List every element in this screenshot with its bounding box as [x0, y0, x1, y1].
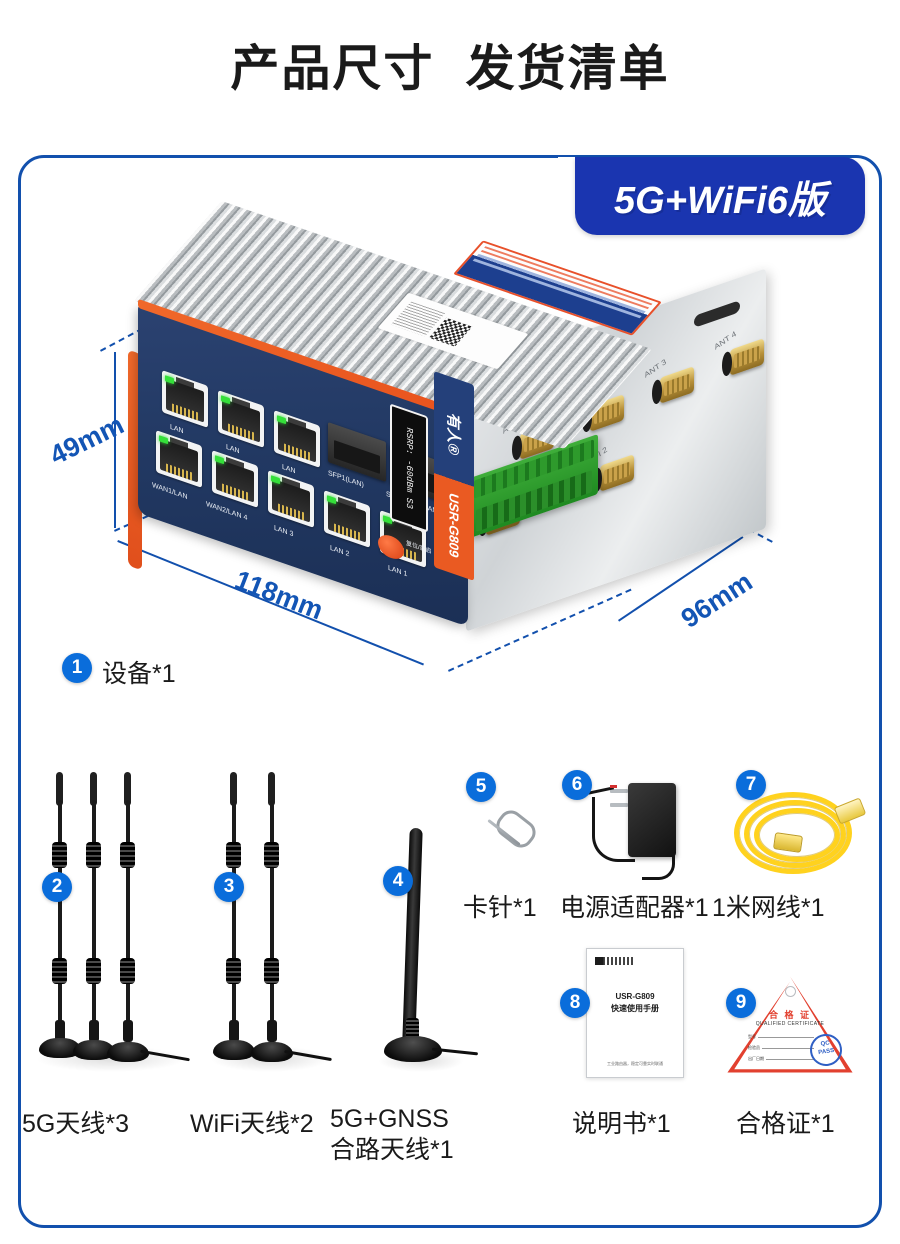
status-display: RSRP: -60dBm S3 — [390, 403, 428, 533]
device-illustration: 49mm 118mm 96mm ANT 1 ANT 2 ANT 3 ANT 4 … — [18, 201, 882, 740]
dim-guide-height — [114, 352, 116, 528]
brand-name: 有人® — [444, 410, 462, 458]
antenna-rod — [126, 800, 130, 1050]
tab-notch — [558, 157, 578, 181]
antenna-coil — [264, 958, 279, 984]
item-label-8: 说明书*1 — [572, 1110, 671, 1138]
item-label-2: 5G天线*3 — [22, 1110, 129, 1138]
item-label-5: 卡针*1 — [463, 894, 537, 922]
adapter-cable — [592, 797, 635, 862]
cable-rj45-plug — [833, 797, 867, 825]
cable-coil — [754, 808, 840, 862]
certificate-field: 型号 — [748, 1034, 814, 1040]
item-label-6: 电源适配器*1 — [560, 894, 709, 922]
antenna-rod — [58, 800, 62, 1050]
field-line — [758, 1036, 814, 1038]
antenna-neck — [229, 1020, 239, 1042]
router-device: ANT 1 ANT 2 ANT 3 ANT 4 WIFI 1 WIFI 2 — [128, 201, 778, 660]
antenna-tip — [90, 772, 97, 806]
item-badge-7: 7 — [736, 770, 766, 800]
ethernet-cable — [730, 786, 880, 878]
manual-footer: 工业路由器，稳定可靠实时联通 — [607, 1061, 663, 1066]
item-badge-4: 4 — [383, 866, 413, 896]
manual-title: USR-G809 快速使用手册 — [587, 991, 683, 1015]
sim-eject-pin — [478, 805, 542, 873]
adapter-brick — [628, 783, 676, 857]
combo-antenna-ring — [406, 1018, 419, 1040]
antenna-tip — [268, 772, 275, 806]
antenna-coil — [120, 958, 135, 984]
antenna-neck — [55, 1020, 65, 1042]
status-display-text: RSRP: -60dBm S3 — [404, 425, 414, 511]
adapter-output-cord — [642, 853, 675, 880]
certificate-field-label: 型号 — [748, 1034, 756, 1039]
antenna-tip — [56, 772, 63, 806]
certificate-title: 合 格 证 — [768, 1010, 811, 1020]
antenna-rod — [92, 800, 96, 1050]
adapter-red-tip — [610, 785, 617, 788]
item-label-9: 合格证*1 — [736, 1110, 835, 1138]
antenna-base — [251, 1042, 293, 1062]
certificate-hole — [785, 986, 796, 997]
field-line — [762, 1047, 814, 1049]
antenna-base — [39, 1038, 81, 1058]
cable-coil — [734, 792, 852, 874]
item-label-3: WiFi天线*2 — [190, 1110, 314, 1138]
item-badge-1: 1 — [62, 653, 92, 683]
certificate-field: 检验员 — [748, 1045, 814, 1051]
brand-strip: 有人® USR-G809 — [434, 371, 474, 581]
power-adapter — [586, 775, 696, 880]
page-title: 产品尺寸 发货清单 — [230, 42, 670, 96]
antenna-coil — [264, 842, 279, 868]
antenna-neck — [123, 1020, 133, 1042]
antenna-rod — [270, 800, 274, 1050]
antenna-tip — [230, 772, 237, 806]
adapter-prong — [610, 789, 628, 793]
manual-model: USR-G809 — [615, 992, 655, 1001]
item-badge-2: 2 — [42, 872, 72, 902]
item-badge-8: 8 — [560, 988, 590, 1018]
item-badge-9: 9 — [726, 988, 756, 1018]
item-badge-6: 6 — [562, 770, 592, 800]
antenna-coil — [52, 958, 67, 984]
antenna-neck — [89, 1020, 99, 1042]
antenna-tip — [124, 772, 131, 806]
antenna-coil — [86, 842, 101, 868]
antenna-coil — [226, 842, 241, 868]
item-badge-5: 5 — [466, 772, 496, 802]
antenna-coil — [86, 958, 101, 984]
item-badge-3: 3 — [214, 872, 244, 902]
item-label-4: 5G+GNSS 合路天线*1 — [330, 1105, 454, 1164]
antenna-coil — [226, 958, 241, 984]
dimension-height-label: 49mm — [45, 409, 129, 471]
certificate-subtitle: QUALIFIED CERTIFICATE — [755, 1021, 825, 1027]
antenna-coil — [52, 842, 67, 868]
version-badge: 5G+WiFi6版 — [575, 157, 865, 235]
certificate-field-label: 出厂日期 — [748, 1056, 764, 1061]
sticker-line — [484, 246, 653, 306]
antenna-base — [73, 1040, 115, 1060]
antenna-coil — [120, 842, 135, 868]
certificate-fields: 型号 检验员 出厂日期 — [748, 1034, 814, 1067]
manual-subtitle: 快速使用手册 — [611, 1004, 659, 1013]
item-label-7: 1米网线*1 — [712, 894, 825, 922]
antenna-rod — [232, 800, 236, 1050]
certificate-field: 出厂日期 — [748, 1056, 814, 1062]
cable-coil — [744, 800, 846, 868]
certificate-field-label: 检验员 — [748, 1045, 760, 1050]
version-badge-label: 5G+WiFi6版 — [614, 179, 826, 222]
antenna-base — [107, 1042, 149, 1062]
item-label-1: 设备*1 — [102, 660, 176, 688]
manual-logo — [595, 957, 633, 965]
antenna-neck — [267, 1020, 277, 1042]
antenna-base — [213, 1040, 255, 1060]
field-line — [766, 1058, 814, 1060]
quick-start-manual: USR-G809 快速使用手册 工业路由器，稳定可靠实时联通 — [586, 948, 684, 1078]
device-model: USR-G809 — [446, 491, 462, 560]
